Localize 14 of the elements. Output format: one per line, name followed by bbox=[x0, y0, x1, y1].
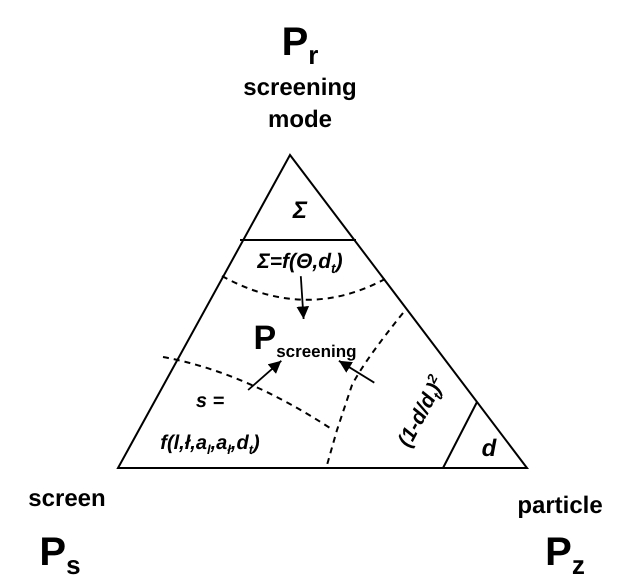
arrow bbox=[338, 360, 375, 384]
vertex-caption: screen bbox=[27, 486, 107, 512]
vertex-caption: particle bbox=[516, 493, 604, 520]
vertex-symbol: P$_{z}$ bbox=[544, 530, 586, 580]
symbol-label: Σ bbox=[270, 198, 330, 224]
vertex-symbol: P$_{s}$ bbox=[38, 530, 82, 580]
arrow bbox=[296, 276, 310, 320]
center-label: P$_{screening}$ bbox=[240, 320, 370, 362]
arrow bbox=[248, 360, 282, 391]
formula-label: Σ=f(Θ,d$_{t}$) bbox=[225, 250, 375, 276]
vertex-caption: screening mode bbox=[242, 73, 358, 136]
vertex-symbol: P$_{r}$ bbox=[280, 20, 320, 70]
formula-label: s = f(l,ł,a$_{l}$,a$_{ł}$,d$_{t}$) bbox=[150, 380, 270, 464]
symbol-label: d bbox=[477, 436, 501, 462]
